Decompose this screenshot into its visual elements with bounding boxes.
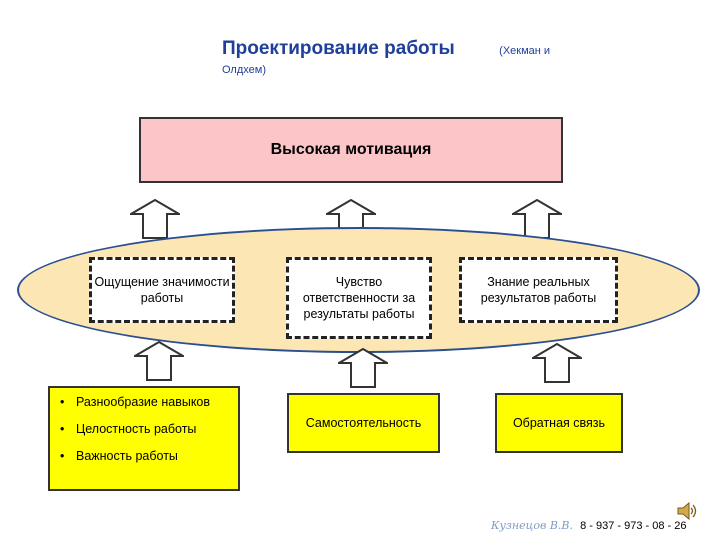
high-motivation-box: Высокая мотивация	[139, 117, 563, 183]
up-arrow-icon	[338, 348, 388, 388]
autonomy-label: Самостоятельность	[305, 416, 422, 430]
state-label: Знание реальных результатов работы	[480, 275, 597, 305]
speaker-icon[interactable]	[676, 500, 698, 522]
title-reference: (Хекман и	[499, 45, 551, 57]
title-main: Проектирование работы	[222, 38, 455, 59]
up-arrow-icon	[130, 199, 180, 239]
state-box-knowledge: Знание реальных результатов работы	[459, 257, 618, 323]
up-arrow-icon	[532, 343, 582, 383]
footer-numbers: 8 - 937 - 973 - 08 - 26	[580, 520, 687, 532]
up-arrow-icon	[512, 199, 562, 239]
footer: Кузнецов В.В. 8 - 937 - 973 - 08 - 26	[491, 519, 686, 532]
state-label: Ощущение значимости работы	[94, 275, 230, 305]
high-motivation-label: Высокая мотивация	[270, 141, 432, 158]
state-label: Чувство ответственности за результаты ра…	[302, 275, 416, 321]
feedback-box: Обратная связь	[495, 393, 623, 453]
slide-title: Проектирование работы (Хекман и Олдхем)	[222, 38, 582, 76]
skills-list: Разнообразие навыков Целостность работы …	[58, 394, 230, 464]
author-signature: Кузнецов В.В.	[491, 519, 574, 532]
feedback-label: Обратная связь	[512, 416, 606, 430]
title-reference-cont: Олдхем)	[222, 64, 266, 76]
state-box-meaningfulness: Ощущение значимости работы	[89, 257, 235, 323]
up-arrow-icon	[134, 341, 184, 381]
state-box-responsibility: Чувство ответственности за результаты ра…	[286, 257, 432, 339]
skills-list-item: Целостность работы	[60, 421, 230, 437]
skills-list-item: Разнообразие навыков	[60, 394, 230, 410]
skills-box: Разнообразие навыков Целостность работы …	[48, 386, 240, 491]
autonomy-box: Самостоятельность	[287, 393, 440, 453]
skills-list-item: Важность работы	[60, 448, 230, 464]
